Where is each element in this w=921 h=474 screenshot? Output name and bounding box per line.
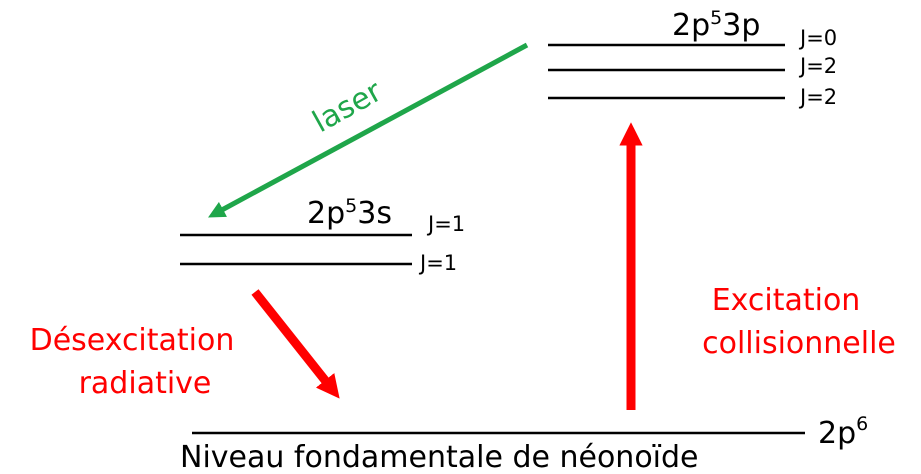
ground-level-group: 2p6 Niveau fondamentale de néonoïde (180, 413, 868, 474)
collisional-transition: Excitation collisionnelle (619, 122, 896, 410)
radiative-label-line2: radiative (79, 366, 212, 401)
collisional-label-line1: Excitation (712, 283, 861, 318)
upper-config-label: 2p53p (672, 7, 760, 43)
upper-j-label-3: J=2 (798, 85, 837, 109)
ground-config-label: 2p6 (818, 413, 868, 451)
middle-level-group: 2p53s J=1 J=1 (180, 195, 465, 275)
upper-level-group: 2p53p J=0 J=2 J=2 (548, 7, 837, 109)
middle-j-label-2: J=1 (418, 251, 457, 275)
laser-label: laser (307, 74, 389, 140)
radiative-transition: Désexcitation radiative (30, 289, 340, 401)
laser-arrow (208, 42, 529, 218)
collisional-label-line2: collisionnelle (702, 326, 896, 361)
middle-j-label-1: J=1 (426, 212, 465, 236)
upper-j-label-2: J=2 (798, 54, 837, 78)
upper-j-label-1: J=0 (798, 26, 837, 50)
laser-transition: laser (208, 42, 529, 218)
middle-config-label: 2p53s (307, 195, 392, 231)
ground-level-label: Niveau fondamentale de néonoïde (180, 440, 699, 474)
radiative-label-line1: Désexcitation (30, 323, 235, 358)
radiative-arrow (251, 289, 340, 399)
